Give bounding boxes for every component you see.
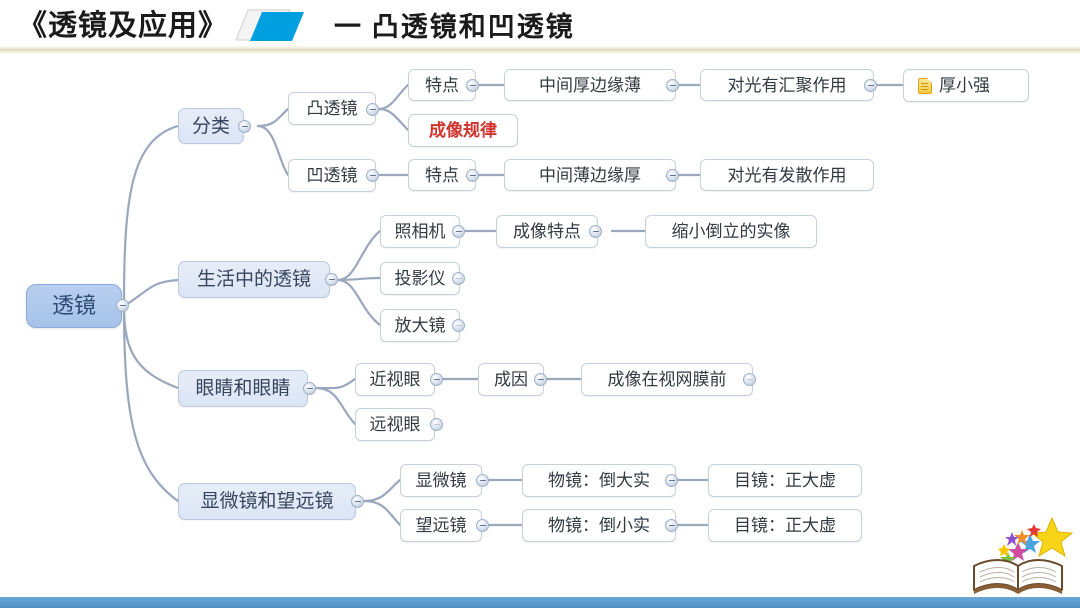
node-label: 凹透镜 <box>306 166 358 185</box>
node-label: 目镜：正大虚 <box>734 516 836 535</box>
node-chengxiang-guilv[interactable]: 成像规律 <box>408 114 518 147</box>
toggle-tutoujing[interactable] <box>366 103 379 116</box>
node-xianweijing[interactable]: 显微镜 <box>400 464 482 497</box>
node-label: 生活中的透镜 <box>196 269 311 290</box>
node-label: 目镜：正大虚 <box>734 471 836 490</box>
node-mujing-zhengdaxu-1[interactable]: 目镜：正大虚 <box>708 464 862 497</box>
node-suoxiao-shixiang[interactable]: 缩小倒立的实像 <box>645 215 817 248</box>
node-label: 成因 <box>494 370 528 389</box>
node-label: 对光有发散作用 <box>727 165 847 185</box>
page-subtitle: 一 凸透镜和凹透镜 <box>334 12 575 42</box>
node-tedian-tu[interactable]: 特点 <box>408 69 476 101</box>
node-yanjing[interactable]: 眼睛和眼睛 <box>178 370 308 407</box>
node-shenghuo-toujing[interactable]: 生活中的透镜 <box>178 261 330 298</box>
node-label: 物镜：倒大实 <box>548 471 650 490</box>
node-label: 物镜：倒小实 <box>548 516 650 535</box>
toggle-xianweijing[interactable] <box>476 474 489 487</box>
node-label: 成像特点 <box>513 222 581 241</box>
node-shiwangmo-qian[interactable]: 成像在视网膜前 <box>581 363 753 396</box>
node-wujing-daoxiaoshi[interactable]: 物镜：倒小实 <box>522 509 676 542</box>
toggle-wujing-daodashi[interactable] <box>665 474 678 487</box>
node-fenlei[interactable]: 分类 <box>178 108 244 144</box>
header-divider <box>0 46 1080 54</box>
node-label: 投影仪 <box>394 269 446 288</box>
node-tedian-au[interactable]: 特点 <box>408 159 476 191</box>
node-xianwei-wangyuan[interactable]: 显微镜和望远镜 <box>178 483 356 520</box>
node-autoujing[interactable]: 凹透镜 <box>288 159 376 192</box>
node-jinshiyan[interactable]: 近视眼 <box>355 363 435 396</box>
open-book-with-stars-decoration <box>964 504 1076 596</box>
node-label: 成像规律 <box>429 121 497 140</box>
node-label: 望远镜 <box>415 516 467 535</box>
node-label: 放大镜 <box>394 316 446 335</box>
node-yuanshiyan[interactable]: 远视眼 <box>355 408 435 441</box>
page-title: 《透镜及应用》 <box>18 10 229 42</box>
node-huiju-zuoyong[interactable]: 对光有汇聚作用 <box>700 69 874 101</box>
node-fangdajing[interactable]: 放大镜 <box>380 309 460 342</box>
toggle-yanjing[interactable] <box>303 382 316 395</box>
toggle-wangyuanjing[interactable] <box>476 519 489 532</box>
node-label: 凸透镜 <box>306 99 358 118</box>
toggle-zhongjian-bo[interactable] <box>666 169 679 182</box>
node-zhongjian-hou[interactable]: 中间厚边缘薄 <box>504 69 676 101</box>
node-label: 缩小倒立的实像 <box>671 222 791 241</box>
node-touyingyi[interactable]: 投影仪 <box>380 262 460 295</box>
note-icon <box>918 77 932 94</box>
node-label: 特点 <box>425 165 459 185</box>
node-chengyin[interactable]: 成因 <box>478 363 544 396</box>
node-label: 分类 <box>191 115 230 137</box>
node-label: 眼睛和眼睛 <box>195 378 291 399</box>
toggle-xianwei-wangyuan[interactable] <box>351 495 364 508</box>
node-zhongjian-bo[interactable]: 中间薄边缘厚 <box>504 159 676 191</box>
node-label: 厚小强 <box>939 76 990 95</box>
bottom-accent-bar <box>0 597 1080 608</box>
node-wujing-daodashi[interactable]: 物镜：倒大实 <box>522 464 676 497</box>
toggle-tedian-au[interactable] <box>466 169 479 182</box>
slide-header: 《透镜及应用》 一 凸透镜和凹透镜 <box>0 0 1080 46</box>
node-mujing-zhengdaxu-2[interactable]: 目镜：正大虚 <box>708 509 862 542</box>
toggle-chengxiang-tedian[interactable] <box>589 225 602 238</box>
node-fasan-zuoyong[interactable]: 对光有发散作用 <box>700 159 874 191</box>
node-label: 特点 <box>425 75 459 95</box>
toggle-tedian-tu[interactable] <box>466 79 479 92</box>
node-tutoujing[interactable]: 凸透镜 <box>288 92 376 125</box>
node-houxiaoqiang[interactable]: 厚小强 <box>903 69 1029 102</box>
node-label: 对光有汇聚作用 <box>727 75 847 95</box>
toggle-shiwangmo-qian[interactable] <box>743 373 756 386</box>
node-chengxiang-tedian[interactable]: 成像特点 <box>496 215 598 248</box>
node-label: 成像在视网膜前 <box>607 370 727 389</box>
toggle-shenghuo-toujing[interactable] <box>325 273 338 286</box>
parallelogram-slide-icon <box>235 8 332 42</box>
toggle-huiju-zuoyong[interactable] <box>864 79 877 92</box>
node-zhaoxiangji[interactable]: 照相机 <box>380 215 460 248</box>
toggle-zhaoxiangji[interactable] <box>452 225 465 238</box>
toggle-touyingyi[interactable] <box>452 272 465 285</box>
toggle-yuanshiyan[interactable] <box>430 418 443 431</box>
node-label: 照相机 <box>394 222 446 241</box>
toggle-autoujing[interactable] <box>366 169 379 182</box>
toggle-zhongjian-hou[interactable] <box>666 79 679 92</box>
toggle-fenlei[interactable] <box>238 120 251 133</box>
node-label: 中间薄边缘厚 <box>539 165 641 185</box>
toggle-wujing-daoxiaoshi[interactable] <box>665 519 678 532</box>
node-label: 显微镜 <box>415 471 467 490</box>
node-label: 远视眼 <box>369 415 421 434</box>
toggle-chengyin[interactable] <box>534 373 547 386</box>
root-label: 透镜 <box>51 293 96 318</box>
root-collapse-toggle[interactable] <box>116 299 129 312</box>
mindmap-root-node[interactable]: 透镜 <box>26 284 122 328</box>
node-label: 中间厚边缘薄 <box>539 75 641 95</box>
toggle-fangdajing[interactable] <box>452 319 465 332</box>
node-label: 显微镜和望远镜 <box>200 491 334 512</box>
node-label: 近视眼 <box>369 370 421 389</box>
toggle-jinshiyan[interactable] <box>430 373 443 386</box>
node-wangyuanjing[interactable]: 望远镜 <box>400 509 482 542</box>
